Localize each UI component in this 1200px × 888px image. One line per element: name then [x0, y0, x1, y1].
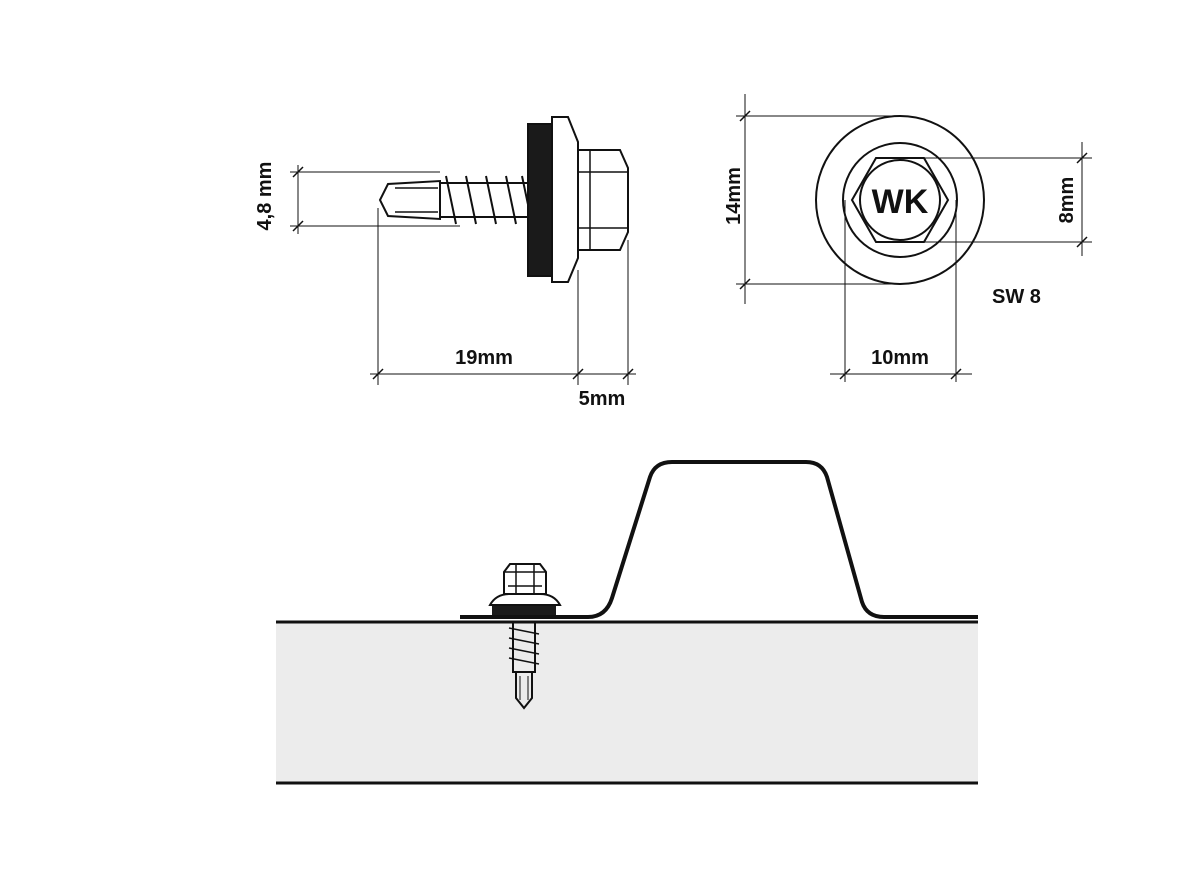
dimension-thread-diameter: 4,8 mm [254, 162, 460, 234]
screw-thread [445, 175, 531, 225]
screw-top-view: WK [815, 115, 985, 285]
metal-washer [551, 116, 579, 283]
head-inner-circle [859, 159, 941, 241]
hex-outline [850, 157, 950, 243]
dimension-flange-diameter: 10mm [830, 200, 972, 382]
screw-side-view [378, 116, 629, 283]
dimension-washer-diameter: 14mm [723, 94, 900, 304]
wrench-size-label: SW 8 [992, 286, 1041, 308]
dimension-hex-size: 8mm [924, 142, 1092, 256]
washer-diameter-label: 14mm [723, 167, 745, 225]
head-marking: WK [872, 183, 929, 221]
dimension-length: 19mm [370, 208, 586, 385]
head-height-label: 5mm [579, 388, 626, 410]
dimension-head-height: 5mm [578, 240, 636, 410]
installation-section [276, 460, 978, 785]
hex-head [577, 149, 629, 251]
thread-diameter-label: 4,8 mm [254, 162, 276, 231]
base-panel [276, 622, 978, 783]
hex-size-label: 8mm [1056, 177, 1078, 224]
rubber-washer [527, 123, 553, 277]
flange-diameter-label: 10mm [871, 347, 929, 369]
installed-screw [488, 563, 562, 710]
length-label: 19mm [455, 347, 513, 369]
flange-outline [842, 142, 958, 258]
drill-tip [378, 179, 441, 221]
trapezoidal-sheet [460, 460, 978, 619]
